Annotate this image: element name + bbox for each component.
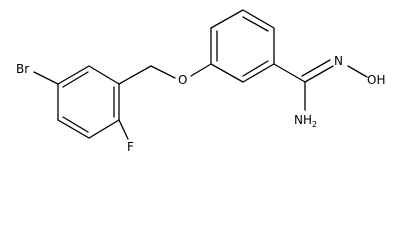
bond-r3-r4 — [242, 9, 275, 29]
amine-label: NH2 — [294, 113, 317, 129]
bond-c2-c3 — [57, 65, 90, 85]
fluorine-label: F — [127, 140, 134, 152]
double-bond-r3-r4-inner — [242, 16, 269, 32]
double-bond-camid-n-b — [301, 59, 331, 77]
bond-ch2-o — [150, 65, 176, 79]
bond-c5-c6 — [88, 119, 120, 139]
amine-subscript: 2 — [312, 120, 317, 129]
bond-r5-r6 — [242, 63, 275, 83]
ether-oxygen-label: O — [178, 73, 187, 87]
bond-r2-r3 — [210, 9, 244, 29]
chemical-structure: Br F O N OH NH2 — [16, 9, 385, 152]
double-bond-c4-c5-inner — [62, 116, 89, 133]
bond-n-oh — [347, 65, 368, 78]
hydroxyl-label: OH — [367, 73, 385, 87]
double-bond-r5-r6-inner — [242, 60, 269, 77]
right-benzene-ring — [210, 9, 275, 83]
bond-o-c1r — [190, 63, 212, 77]
bond-c1-ch2 — [118, 65, 152, 85]
bond-c6-f — [118, 119, 129, 140]
amine-main-label: NH — [294, 113, 312, 127]
bond-c4-c5 — [57, 119, 90, 139]
double-bond-c2-c3-inner — [62, 71, 89, 88]
bond-c1-c2 — [88, 65, 120, 85]
bond-r5-camid — [273, 63, 306, 83]
oxime-nitrogen-label: N — [334, 54, 343, 68]
double-bond-camid-n-a — [304, 65, 334, 83]
bond-c3-br — [33, 71, 59, 85]
left-benzene-ring — [57, 65, 120, 139]
bromine-label: Br — [16, 62, 29, 76]
bond-r6-r1 — [210, 63, 244, 83]
